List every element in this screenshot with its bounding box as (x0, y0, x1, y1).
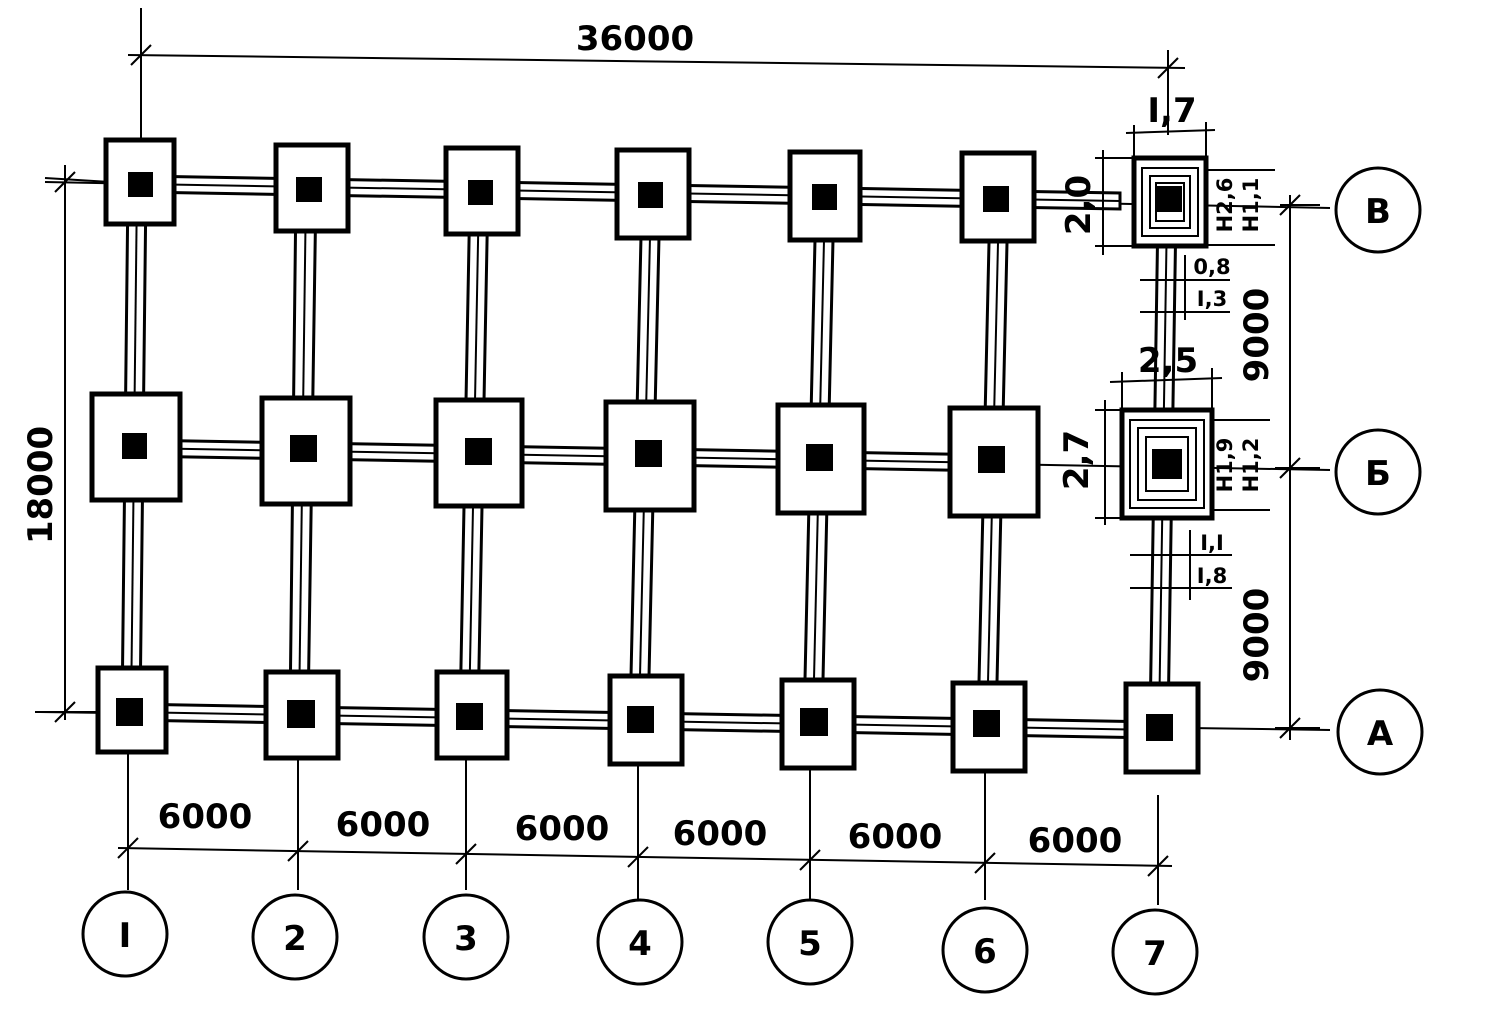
middle-footing-step-1: I,I (1200, 531, 1224, 555)
column-axis-label-7: 7 (1143, 934, 1167, 974)
column-axis-label-4: 4 (628, 924, 652, 964)
column-axis-label-1: I (119, 916, 132, 956)
row-axis-label-bottom: А (1367, 714, 1394, 754)
edge-footing-step-1: 0,8 (1193, 255, 1230, 279)
overall-width-label: 18000 (21, 426, 61, 544)
bay-spacing-label-6: 6000 (1028, 821, 1123, 861)
row-spacing-label-lower: 9000 (1237, 588, 1277, 683)
overall-length-dimension: 36000 (127, 8, 1186, 150)
middle-footing-level-2: Н1,2 (1239, 438, 1263, 493)
bay-spacing-label-5: 6000 (848, 817, 943, 857)
column-axis-label-2: 2 (283, 919, 307, 959)
row-spacing-dimension: 9000 9000 (1237, 194, 1320, 740)
edge-footing-depth: 2,0 (1059, 175, 1099, 235)
bay-spacing-label-4: 6000 (673, 814, 768, 854)
footings-row-Bb (89, 391, 1041, 519)
column-axis-label-6: 6 (973, 932, 997, 972)
bay-spacing-label-2: 6000 (336, 805, 431, 845)
footings-row-B (103, 137, 1037, 244)
edge-footing-width: I,7 (1147, 91, 1196, 131)
edge-footing-step-2: I,3 (1197, 287, 1227, 311)
column-axis-label-5: 5 (798, 924, 822, 964)
footings-row-A (95, 665, 1201, 775)
middle-footing-depth: 2,7 (1057, 430, 1097, 490)
middle-footing-step-2: I,8 (1197, 564, 1227, 588)
overall-length-label: 36000 (576, 19, 694, 59)
edge-footing-detail: I,7 2,0 0,8 I,3 Н2,6 Н1,1 (1059, 91, 1275, 320)
middle-footing-level-1: Н1,9 (1213, 438, 1237, 493)
bay-spacing-label-3: 6000 (515, 809, 610, 849)
column-axis-label-3: 3 (454, 919, 478, 959)
row-axis-bubbles: В Б А (1334, 166, 1424, 776)
overall-width-dimension: 18000 (21, 165, 111, 723)
edge-footing-level-2: Н1,1 (1239, 178, 1263, 233)
row-axis-label-top: В (1365, 192, 1391, 232)
bay-spacing-label-1: 6000 (158, 797, 253, 837)
row-axis-label-middle: Б (1365, 454, 1391, 494)
column-axis-bubbles: I 2 3 4 5 6 7 (81, 890, 1199, 996)
middle-footing-detail: 2,5 2,7 I,I I,8 Н1,9 Н1,2 (1057, 341, 1270, 600)
middle-footing-width: 2,5 (1138, 341, 1198, 381)
bay-spacing-dimension: 6000 6000 6000 6000 6000 6000 (117, 725, 1173, 905)
edge-footing-level-1: Н2,6 (1213, 178, 1237, 233)
row-spacing-label-upper: 9000 (1237, 288, 1277, 383)
